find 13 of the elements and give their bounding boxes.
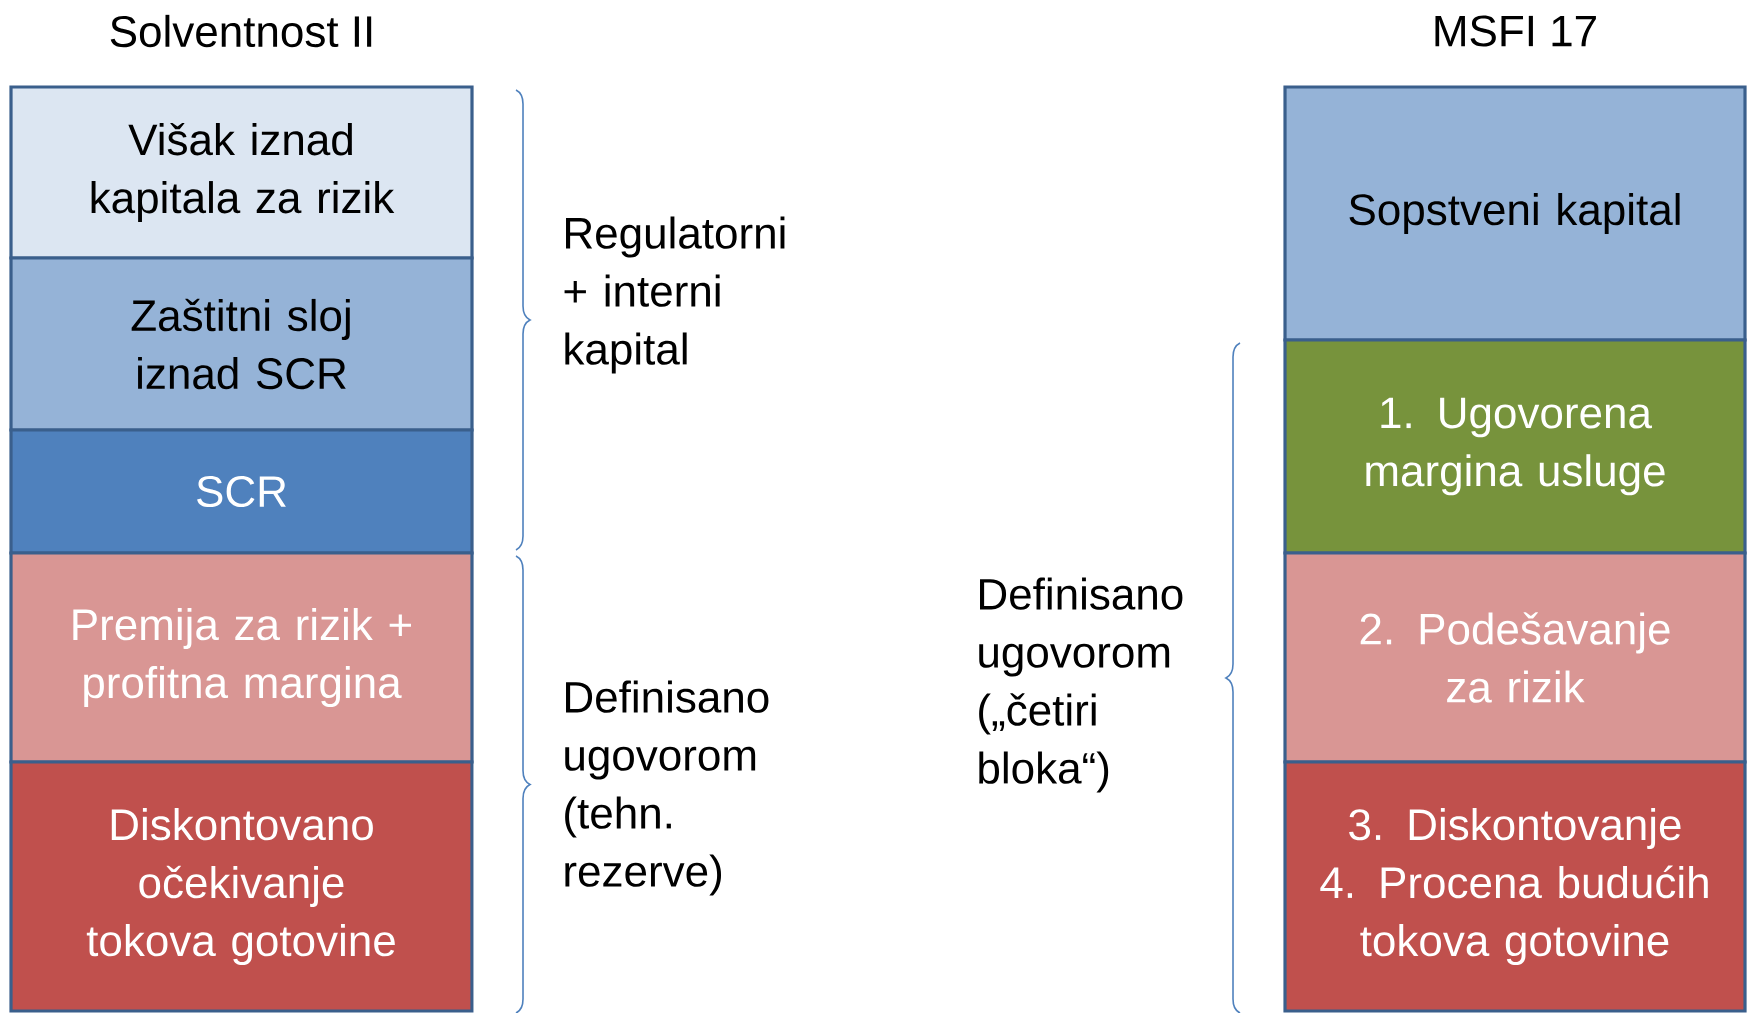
stack-block: Premija za rizik + profitna margina [9,551,474,764]
stack-block: 3. Diskontovanje 4. Procena budućih tokova gotovine [1283,760,1747,1013]
stack-block: 1. Ugovorena margina usluge [1283,338,1747,555]
stack-block: 2. Podešavanje za rizik [1283,551,1747,764]
stack-block: Zaštitni sloj iznad SCR [9,256,474,432]
brace-label: Definisano ugovorom („četiri bloka“) [979,577,1183,793]
stack-block: SCR [9,428,474,555]
stack-block: Sopstveni kapital [1283,85,1747,342]
stack-block: Višak iznad kapitala za rizik [9,85,474,260]
column-title: MSFI 17 [1435,15,1596,47]
brace-label: Regulatorni + interni kapital [564,216,785,374]
stack-block: Diskontovano očekivanje tokova gotovine [9,760,474,1013]
brace-label: Definisano ugovorom (tehn. rezerve) [565,680,769,896]
